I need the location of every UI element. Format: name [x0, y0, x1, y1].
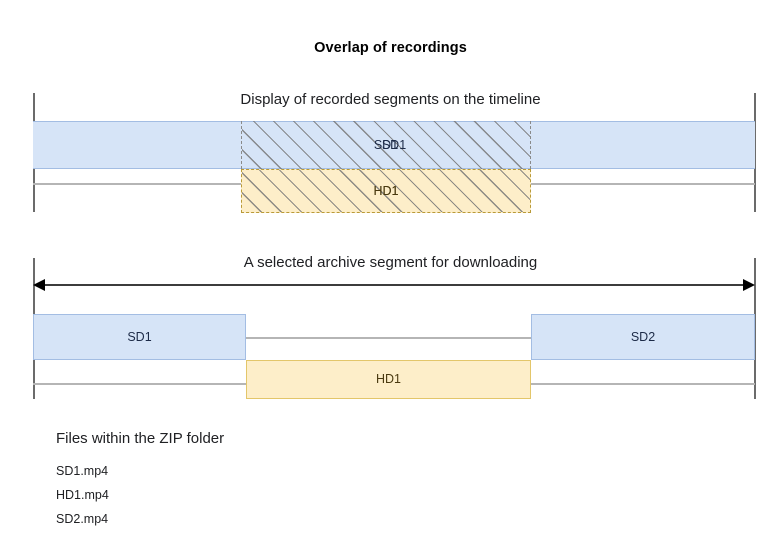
selection-arrow-head-right [743, 279, 755, 291]
timeline-1-sd1-label-overlay: SD1 [373, 138, 399, 152]
selection-arrow-head-left [33, 279, 45, 291]
timeline-2-sd-rail [33, 337, 755, 339]
file-item-sd1: SD1.mp4 [56, 464, 109, 478]
timeline-2-sd1-block: SD1 [33, 314, 246, 360]
timeline-2-hd1-block: HD1 [246, 360, 531, 399]
file-item-hd1: HD1.mp4 [56, 488, 109, 502]
page-title: Overlap of recordings [314, 40, 467, 56]
timeline-2-sd1-label: SD1 [127, 329, 152, 344]
timeline-2-sd2-label: SD2 [630, 329, 656, 344]
timeline-2-sd2-block: SD2 [531, 314, 755, 360]
timeline-1-right-tick [754, 93, 756, 212]
timeline-2-hd1-label: HD1 [375, 372, 401, 387]
timeline-2-right-tick [754, 258, 756, 399]
section-1-caption: Display of recorded segments on the time… [240, 91, 541, 108]
timeline-1-hd1-label-overlay: HD1 [373, 184, 399, 198]
files-heading: Files within the ZIP folder [56, 430, 225, 447]
section-2-caption: A selected archive segment for downloadi… [243, 254, 538, 271]
file-item-sd2: SD2.mp4 [56, 512, 109, 526]
selection-arrow-line [40, 284, 748, 286]
